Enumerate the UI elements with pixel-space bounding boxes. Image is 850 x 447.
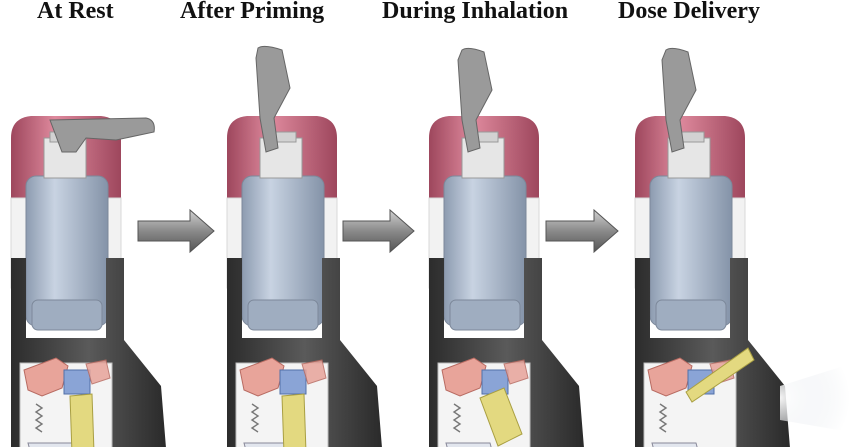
lever-raised <box>457 47 493 153</box>
inhaler-during-inhalation <box>428 47 585 447</box>
right-arrow-icon <box>137 208 215 254</box>
stage-title-at-rest: At Rest <box>37 0 114 24</box>
lever-closed <box>49 117 155 153</box>
flap-open <box>685 347 755 403</box>
stage-title-after-priming: After Priming <box>180 0 325 24</box>
stage-title-dose-delivery: Dose Delivery <box>618 0 760 24</box>
flap-closed <box>281 393 307 447</box>
flap-closed <box>69 393 95 447</box>
stage-title-during-inhalation: During Inhalation <box>382 0 569 24</box>
inhaler-after-priming <box>226 45 383 447</box>
inhaler-dose-delivery <box>634 47 850 447</box>
right-arrow-icon <box>342 208 415 254</box>
lever-raised <box>255 45 291 153</box>
spray-plume <box>780 364 850 432</box>
lever-raised <box>661 47 697 153</box>
right-arrow-icon <box>545 208 619 254</box>
flap-tilted <box>479 387 523 447</box>
inhaler-at-rest <box>10 115 167 447</box>
